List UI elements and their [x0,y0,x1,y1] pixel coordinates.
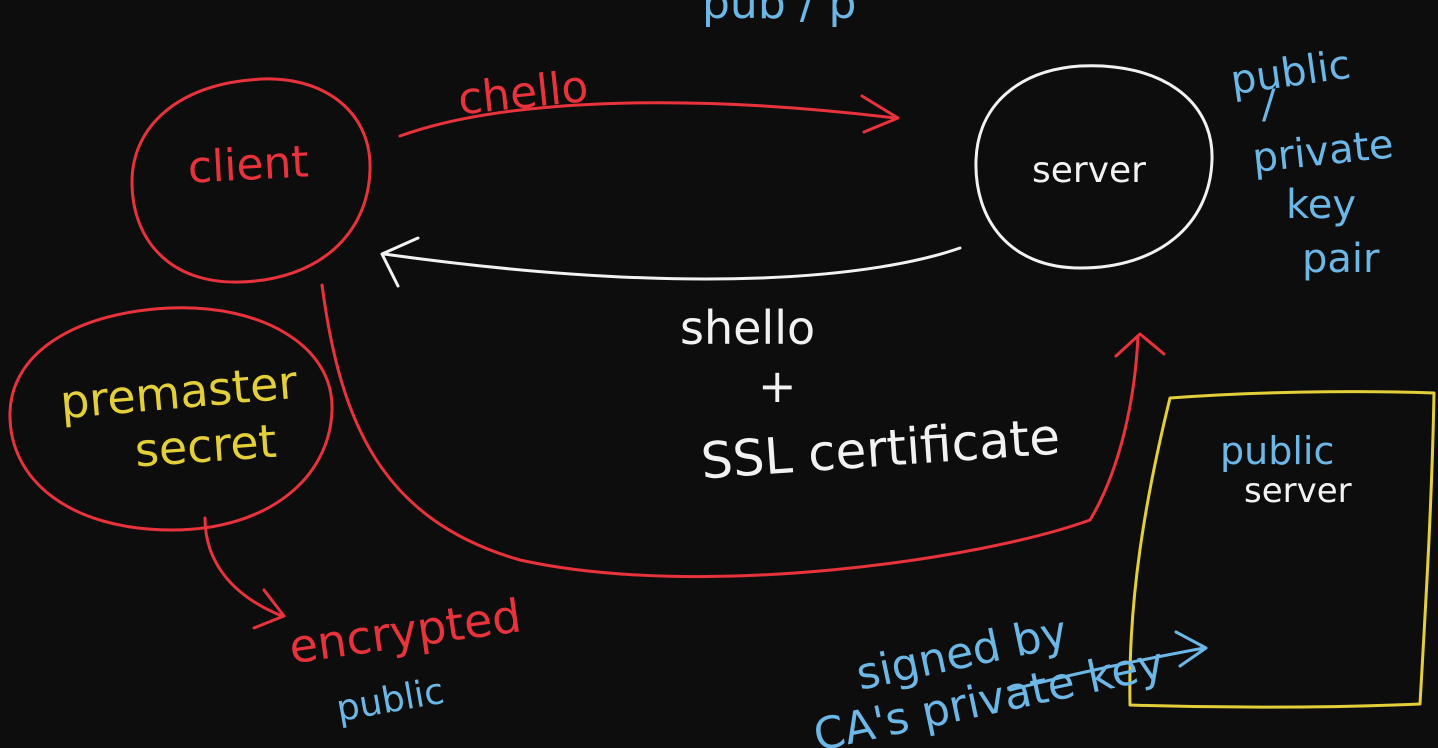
chello-arrow [398,101,897,138]
shello-arrow [382,246,962,281]
shello-label: shello [680,301,815,355]
top-cut-label: pub / p [702,0,856,29]
secret-label: secret [133,414,278,478]
certificate-box-outline [1128,390,1436,709]
ssl-certificate-label: SSL certificate [699,408,1062,491]
encryption-arrowhead [252,588,286,630]
client-node-label: client [187,136,310,193]
signature-arrow [1008,646,1206,692]
key-pair-private: private [1250,121,1395,182]
server-node-outline [974,64,1214,270]
shello-arrowhead [380,236,420,288]
certificate-server-label: server [1244,471,1352,511]
encrypted-label: encrypted [286,588,525,674]
key-pair-public: public [1228,42,1354,104]
encrypted-with-label: public [333,671,447,730]
key-pair-key: key [1286,182,1356,228]
encryption-arrow [203,516,284,618]
chello-arrowhead [860,94,900,134]
plus-label: + [758,359,797,413]
signature-arrowhead [1174,630,1208,668]
premaster-secret-outline [8,306,334,532]
encrypted-secret-arrowhead [1114,332,1166,358]
client-node-outline [130,77,372,284]
encrypted-secret-arrow [320,283,1140,579]
key-pair-slash: / [1262,82,1276,128]
chello-label: chello [456,61,591,125]
server-node-label: server [1032,150,1146,191]
key-pair-pair: pair [1302,236,1380,282]
certificate-public-label: public [1220,429,1334,473]
